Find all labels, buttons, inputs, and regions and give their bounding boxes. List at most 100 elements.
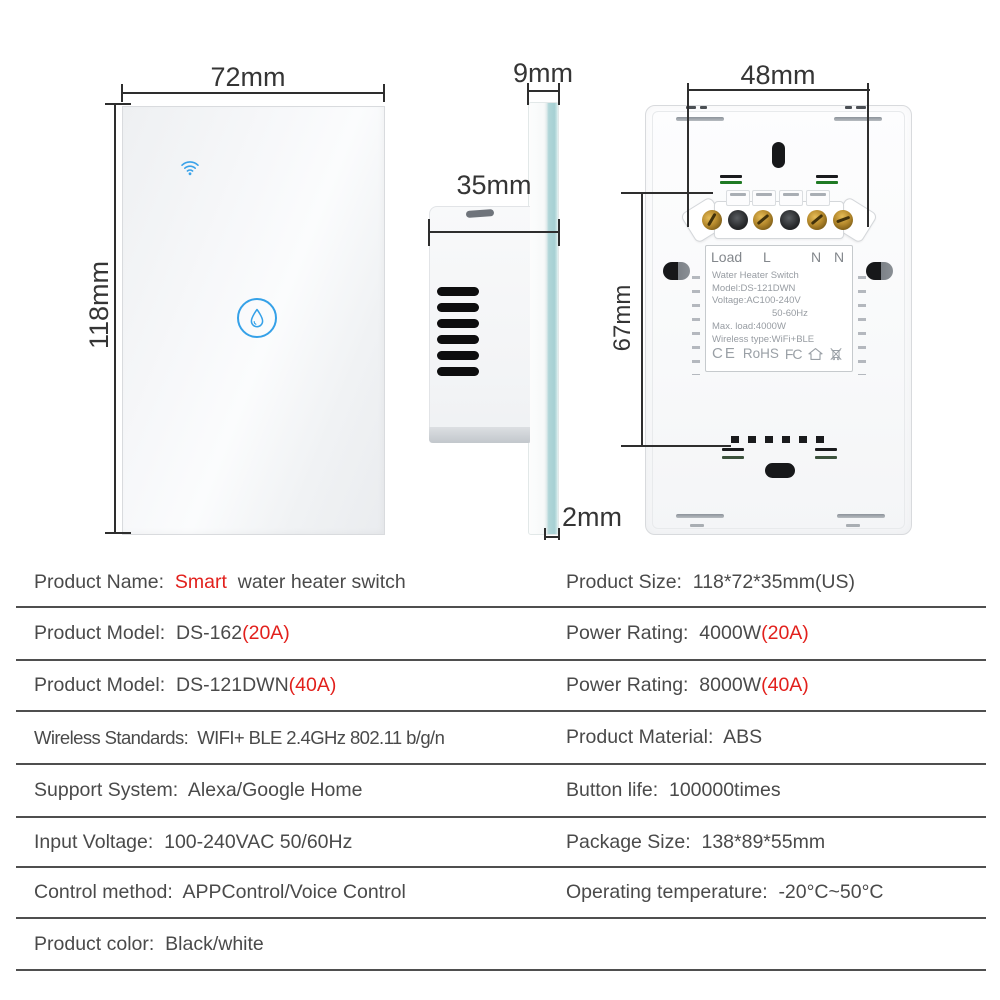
sticker-line: Voltage:AC100-240V — [712, 295, 801, 306]
spec-cell-left: Wireless Standards: WIFI+ BLE 2.4GHz 802… — [34, 726, 445, 748]
clip-mark — [686, 106, 696, 109]
terminal-tab — [752, 190, 776, 206]
vent-slot — [437, 335, 479, 344]
crossed-bin-icon — [829, 347, 842, 360]
terminal-screw — [753, 210, 773, 230]
clip-mark — [846, 524, 860, 527]
back-height-label: 67mm — [609, 284, 636, 352]
sticker-line: Model:DS-121DWN — [712, 282, 796, 294]
spec-row: Product Model: DS-121DWN(40A) Power Ratin… — [16, 661, 986, 712]
keyhole-bottom — [765, 463, 795, 478]
terminal-label-l: L — [763, 249, 771, 265]
rohs-mark: RoHS — [742, 346, 779, 361]
front-width-dim-line — [122, 92, 385, 94]
spec-cell-left: Product color: Black/white — [34, 932, 264, 955]
back-width-label: 48mm — [740, 60, 816, 90]
front-height-dim-line — [114, 104, 116, 534]
depth-label: 35mm — [456, 170, 532, 200]
back-width-dim-line — [688, 89, 870, 91]
vent-square — [782, 436, 790, 443]
product-sticker: Load L N N Water Heater Switch Model:DS-… — [705, 245, 853, 372]
terminal-hole — [728, 210, 748, 230]
spec-cell-left: Product Model: DS-162(20A) — [34, 622, 290, 644]
spec-cell-left: Support System: Alexa/Google Home — [34, 779, 363, 801]
edge-dim-line — [544, 536, 560, 538]
dim-tick — [558, 219, 560, 246]
back-height-dim-line — [641, 192, 643, 446]
polarity-mark — [722, 456, 744, 459]
spec-cell-right: Product Material: ABS — [566, 726, 763, 748]
terminal-label-load: Load — [711, 249, 743, 265]
spec-cell-left: Product Model: DS-121DWN(40A) — [34, 674, 337, 696]
terminal-screw — [807, 210, 827, 230]
dim-extension — [687, 83, 689, 227]
vent-slot — [437, 351, 479, 360]
vent-slot — [437, 287, 479, 296]
touch-button-water-drop — [237, 298, 277, 338]
terminal-label-n1: N — [811, 249, 822, 265]
spec-row: Support System: Alexa/Google Home Button … — [16, 765, 986, 818]
spec-cell-right: Power Rating: 4000W(20A) — [566, 622, 809, 644]
polarity-mark-green — [816, 181, 838, 184]
clip-mark — [845, 106, 852, 109]
glass-thickness-dim-line — [528, 90, 560, 92]
dim-tick — [383, 84, 385, 102]
terminal-tab — [779, 190, 803, 206]
spec-row: Control method: APPControl/Voice Control… — [16, 868, 986, 919]
edge-thickness-label: 2mm — [562, 502, 622, 532]
clip-mark — [856, 106, 866, 109]
screw-hole-left — [663, 262, 690, 280]
keyhole-top — [772, 142, 785, 168]
front-width-label: 72mm — [210, 62, 286, 92]
terminal-tab — [726, 190, 750, 206]
dim-tick — [558, 528, 560, 540]
side-view-glass-panel — [528, 102, 559, 535]
polarity-mark — [815, 448, 837, 451]
clip-mark — [700, 106, 707, 109]
vent-square — [731, 436, 739, 443]
spec-cell-right: Operating temperature: -20°C~50°C — [566, 881, 884, 903]
spec-row: Product color: Black/white — [16, 919, 986, 971]
fcc-mark: FC — [784, 345, 803, 362]
terminal-tab — [806, 190, 830, 206]
house-icon — [807, 347, 823, 360]
vent-square — [748, 436, 756, 443]
spec-cell-left: Input Voltage: 100-240VAC 50/60Hz — [34, 830, 353, 853]
spec-row: Product Name: Smart water heater switch P… — [16, 558, 986, 608]
wifi-icon — [181, 161, 199, 176]
vent-square-row — [731, 436, 824, 443]
vent-slot — [437, 319, 479, 328]
dim-tick — [621, 445, 731, 447]
sticker-line: Water Heater Switch — [712, 270, 799, 281]
spec-cell-right: Power Rating: 8000W(40A) — [566, 674, 809, 696]
screw-hole-right — [866, 262, 893, 280]
dim-tick — [121, 84, 123, 102]
spec-row: Wireless Standards: WIFI+ BLE 2.4GHz 802… — [16, 712, 986, 765]
terminal-label-n2: N — [834, 249, 845, 265]
polarity-mark-green — [720, 181, 742, 184]
ce-mark: CE — [712, 345, 737, 362]
spec-cell-right: Button life: 100000times — [566, 779, 781, 801]
mounting-slot-top-left — [676, 117, 724, 121]
terminal-hole — [780, 210, 800, 230]
spec-cell-left: Product Name: Smart water heater switch — [34, 570, 406, 593]
side-view-base-band — [429, 427, 530, 443]
vent-square — [765, 436, 773, 443]
back-plate-inner-outline — [652, 111, 905, 529]
water-drop-icon — [250, 308, 264, 327]
dim-tick — [428, 219, 430, 246]
sticker-line: 50-60Hz — [772, 307, 808, 319]
certification-row: CE RoHS FC — [712, 345, 843, 362]
vent-slots — [437, 287, 479, 376]
glass-thickness-label: 9mm — [513, 58, 573, 88]
sticker-line: Max. load:4000W — [712, 321, 786, 332]
spec-row: Product Model: DS-162(20A) Power Rating: … — [16, 608, 986, 661]
depth-dim-line — [429, 231, 560, 233]
dim-tick — [105, 532, 131, 534]
dim-tick — [527, 83, 529, 105]
dim-tick — [621, 192, 713, 194]
spec-cell-right: Product Size: 118*72*35mm(US) — [566, 570, 856, 593]
spec-cell-left: Control method: APPControl/Voice Control — [34, 881, 406, 903]
